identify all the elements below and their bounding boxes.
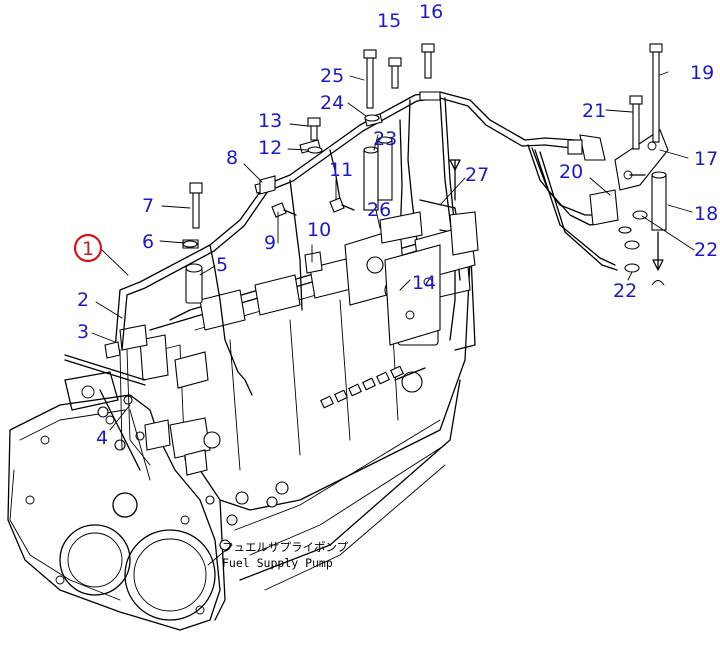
sensor-bracket-detail — [567, 43, 669, 286]
callout-8: 8 — [226, 147, 238, 169]
callout-15: 15 — [377, 10, 401, 32]
leader-lines — [91, 71, 695, 566]
callout-18: 18 — [694, 203, 718, 225]
callout-4: 4 — [96, 427, 108, 449]
callout-17: 17 — [694, 148, 718, 170]
callout-21: 21 — [582, 100, 606, 122]
callout-14: 14 — [412, 272, 436, 294]
callout-23: 23 — [373, 128, 397, 150]
injector-bolts — [320, 365, 404, 409]
callout-22-upper: 22 — [694, 239, 718, 261]
callout-19: 19 — [690, 62, 714, 84]
callout-7: 7 — [142, 195, 154, 217]
callout-22-lower: 22 — [613, 280, 637, 302]
main-callout-number: 1 — [82, 238, 94, 260]
callout-13: 13 — [258, 110, 282, 132]
callout-5: 5 — [216, 254, 228, 276]
callout-3: 3 — [77, 321, 89, 343]
fuel-supply-pump-label: フュエルサプライポンプ Fuel Supply Pump — [222, 540, 349, 570]
main-callout: 1 — [73, 233, 103, 263]
fuel-pump-label-jp: フュエルサプライポンプ — [222, 540, 349, 554]
callout-6: 6 — [142, 231, 154, 253]
callout-numbers: 2 3 4 5 6 7 8 9 10 11 12 13 14 15 16 17 … — [77, 1, 718, 449]
callout-27: 27 — [465, 164, 489, 186]
callout-2: 2 — [77, 289, 89, 311]
callout-20: 20 — [559, 161, 583, 183]
callout-26: 26 — [367, 199, 391, 221]
main-callout-circle — [73, 233, 103, 263]
callout-24: 24 — [320, 92, 344, 114]
callout-10: 10 — [307, 219, 331, 241]
callout-25: 25 — [320, 65, 344, 87]
callout-12: 12 — [258, 137, 282, 159]
center-components — [104, 43, 479, 359]
fuel-pump-label-en: Fuel Supply Pump — [222, 556, 333, 570]
callout-11: 11 — [329, 159, 353, 181]
callout-16: 16 — [419, 1, 443, 23]
callout-9: 9 — [264, 232, 276, 254]
